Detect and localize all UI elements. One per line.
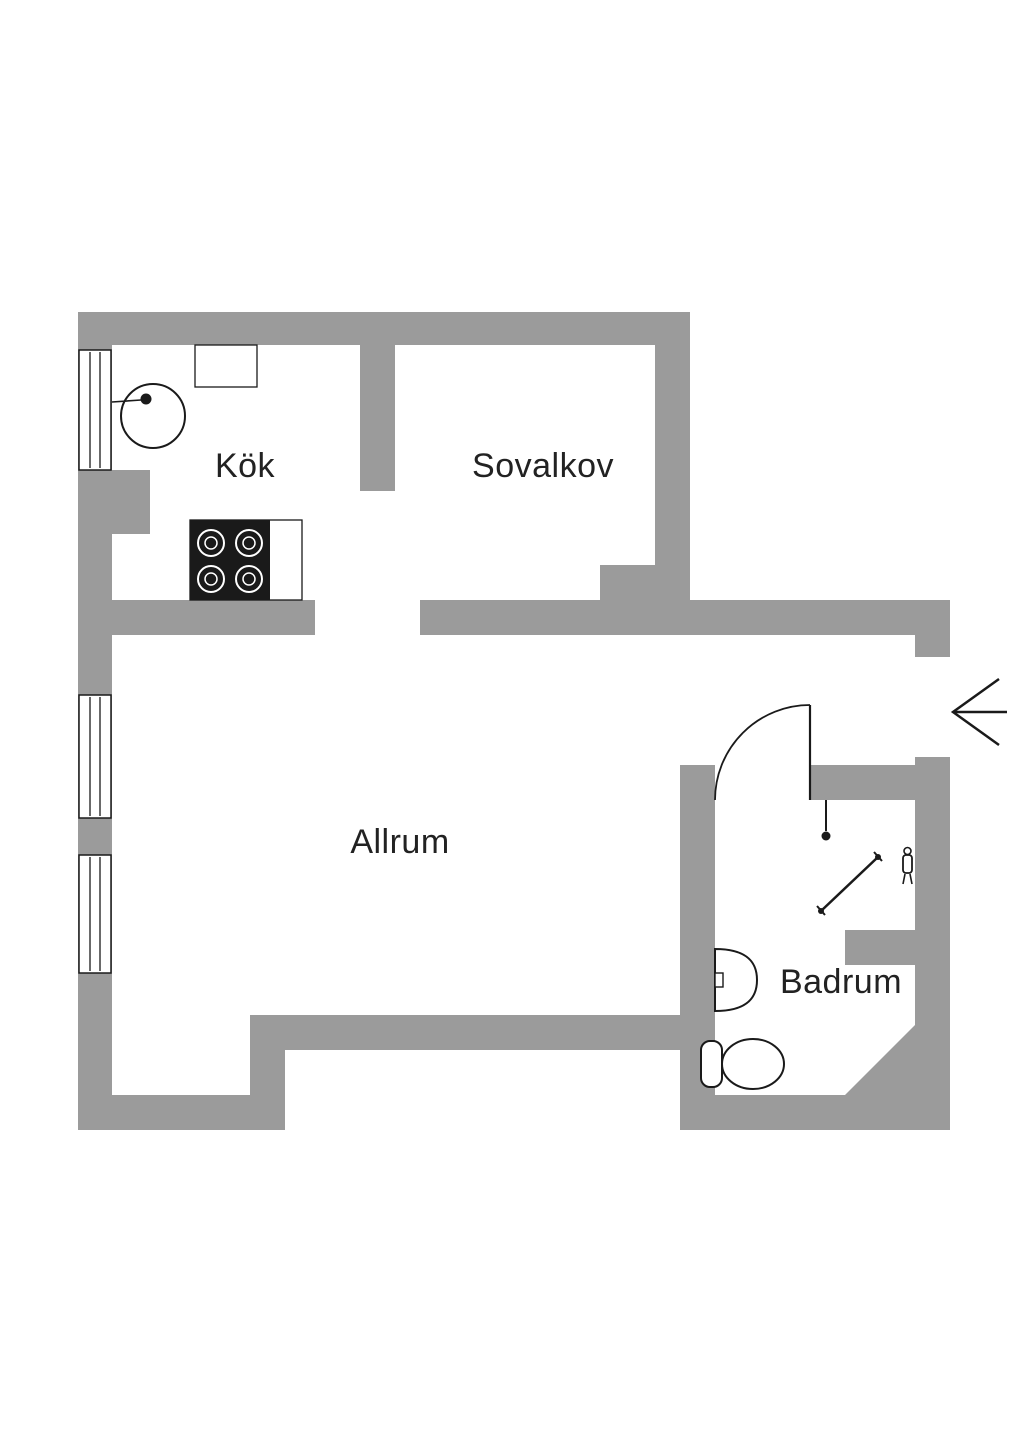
shower-screen — [816, 851, 883, 916]
window-top-left — [78, 349, 112, 471]
room-label-kok: Kök — [215, 447, 276, 485]
toilet-icon — [700, 1038, 785, 1090]
room-label-allrum: Allrum — [350, 823, 449, 861]
wall-hook-icon — [821, 800, 831, 841]
window-middle-left — [78, 694, 112, 819]
room-label-sovalkov: Sovalkov — [472, 447, 614, 485]
shower-mixer-icon — [902, 846, 913, 885]
walls — [78, 312, 950, 1130]
bathroom-door — [714, 704, 812, 801]
kitchen-sink-icon — [111, 383, 186, 449]
kitchen-counter — [194, 344, 258, 388]
entry-arrow-icon — [950, 677, 1007, 747]
washbasin-icon — [714, 947, 759, 1013]
room-label-badrum: Badrum — [780, 963, 902, 1001]
room-labels: Kök Sovalkov Allrum Badrum — [215, 447, 902, 1001]
stove-icon — [189, 519, 303, 601]
window-bottom-left — [78, 854, 112, 974]
